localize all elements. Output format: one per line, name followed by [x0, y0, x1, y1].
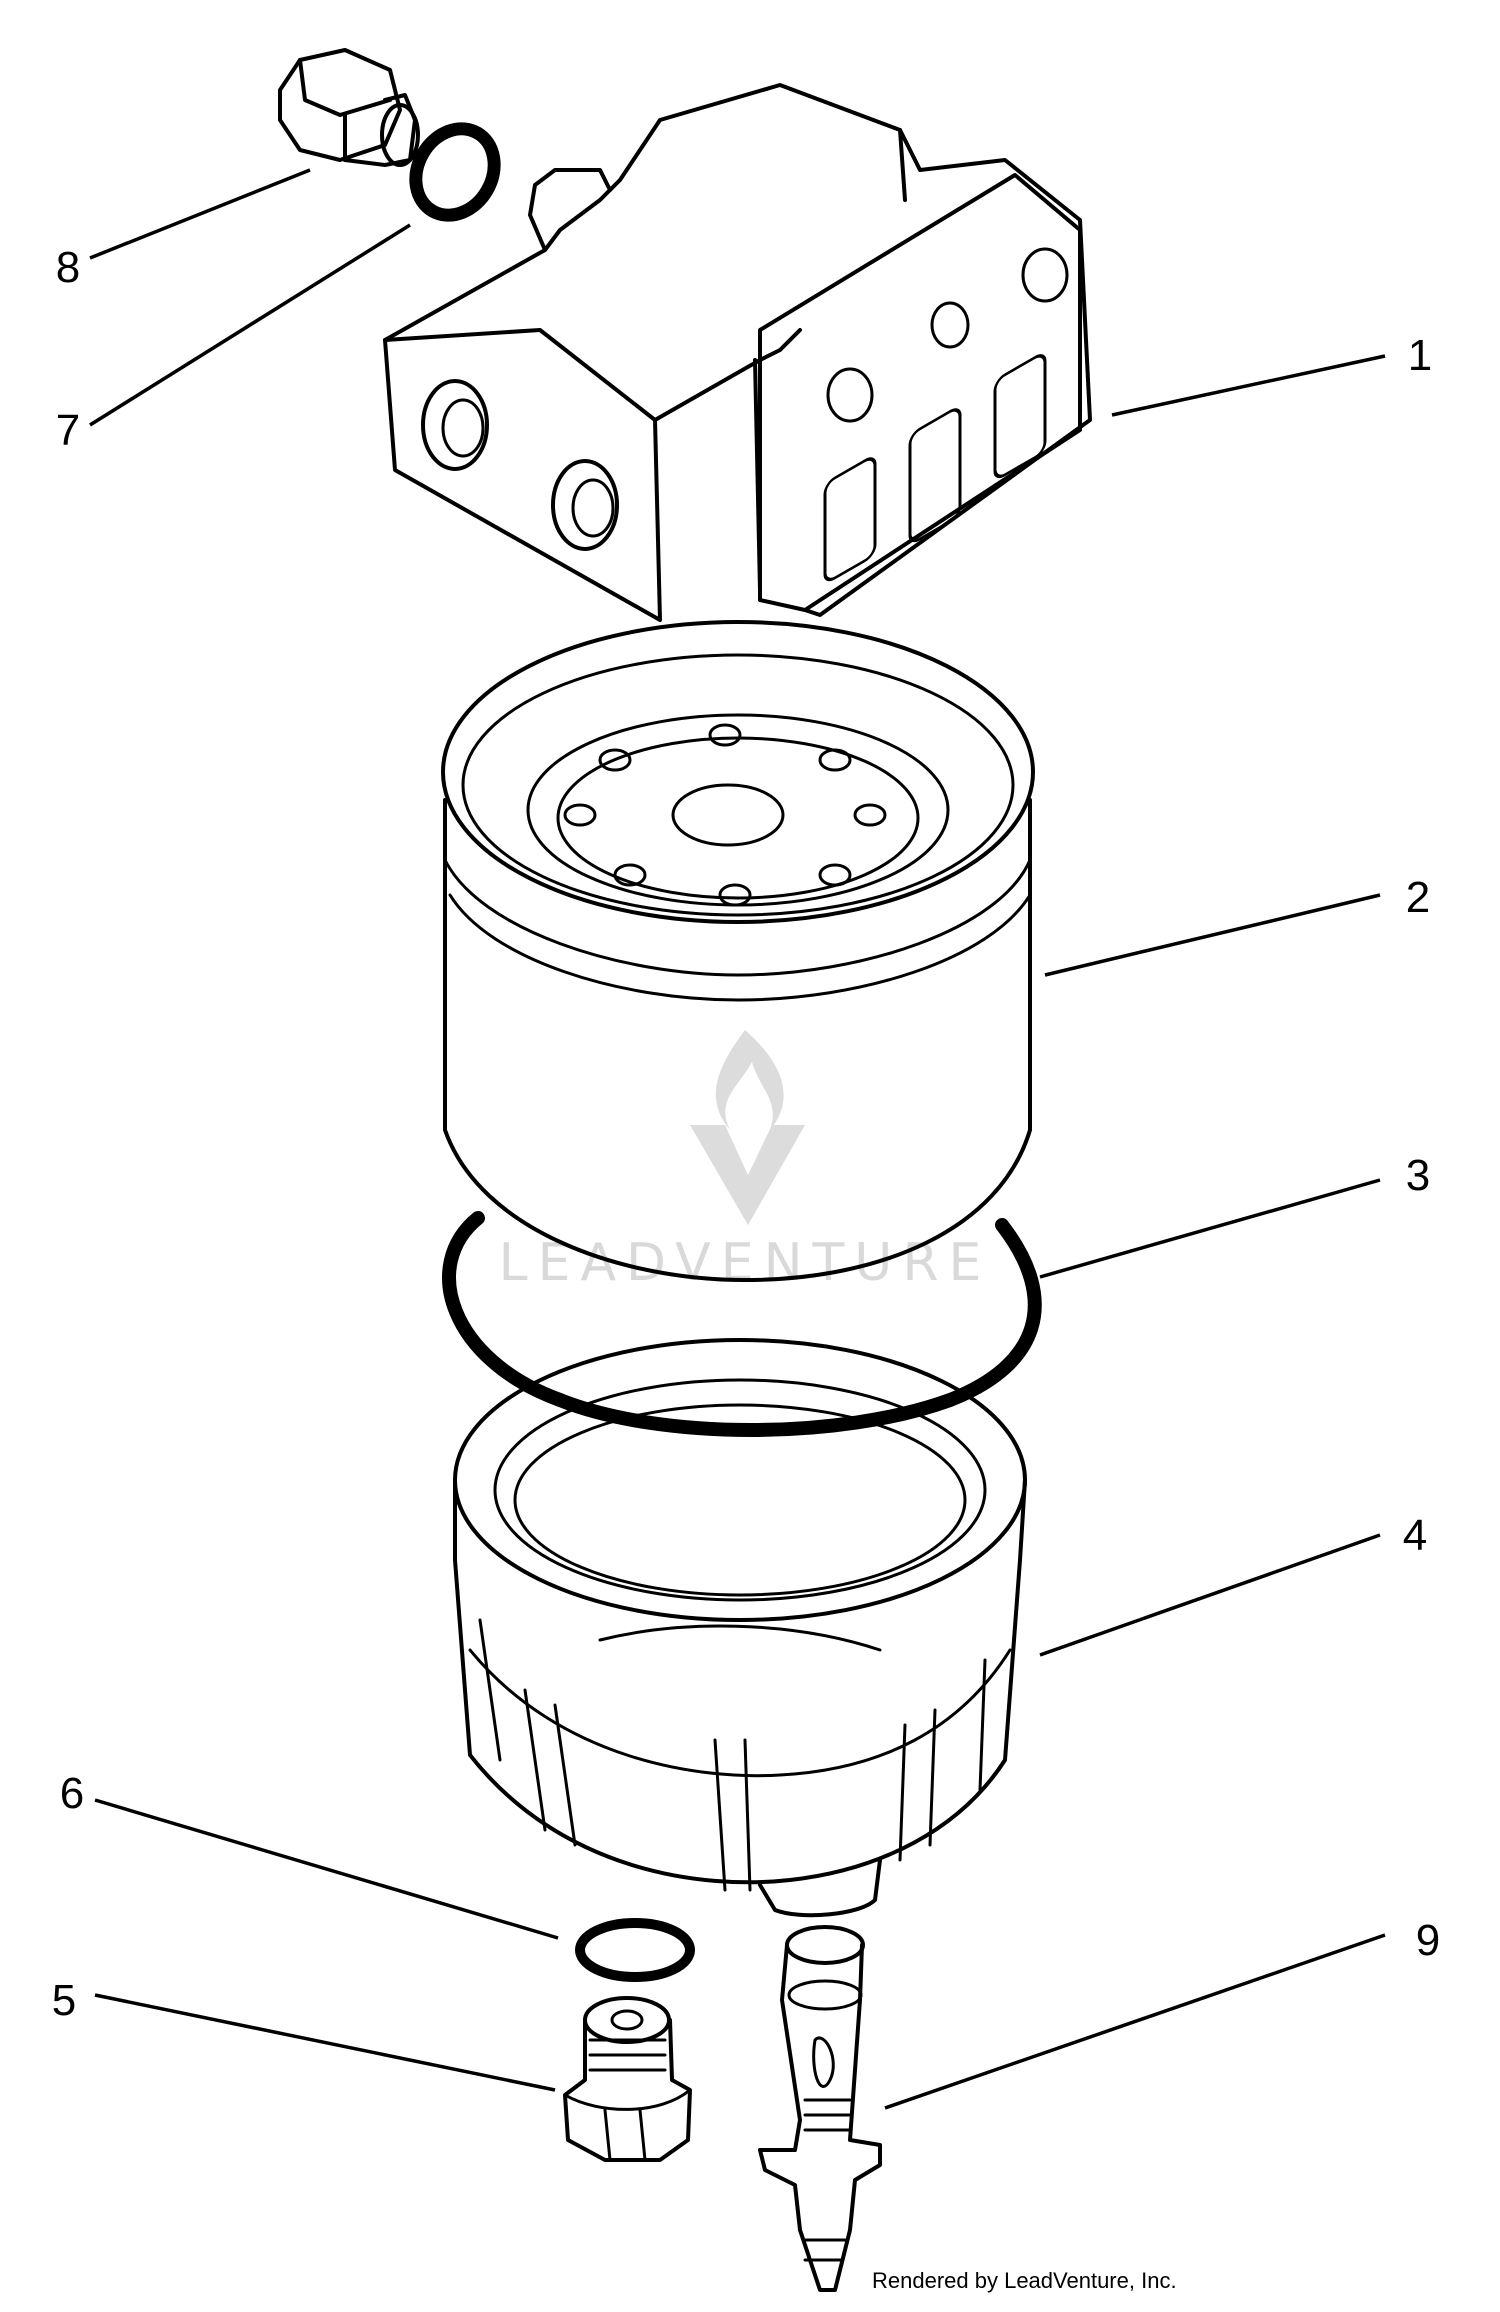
part-1-filter-head — [383, 83, 1092, 622]
callout-numbers: 1 2 3 4 5 6 7 8 9 — [52, 243, 1440, 2025]
part-2-filter-element — [441, 620, 1035, 1282]
leader-9 — [884, 1933, 1386, 2110]
leader-7 — [89, 223, 411, 427]
callout-4: 4 — [1403, 1511, 1427, 1560]
watermark-flame-icon — [715, 1030, 784, 1130]
callout-6: 6 — [60, 1769, 84, 1818]
part-3-o-ring — [442, 1211, 1042, 1437]
part-4-bowl — [453, 1338, 1027, 1918]
callout-2: 2 — [1406, 873, 1430, 922]
leader-8 — [89, 168, 311, 260]
callout-5: 5 — [52, 1976, 76, 2025]
leader-5 — [94, 1993, 556, 2092]
part-6-o-ring — [575, 1918, 695, 1982]
leader-3 — [1039, 1178, 1381, 1279]
leader-4 — [1039, 1533, 1381, 1657]
callout-9: 9 — [1416, 1916, 1440, 1965]
leader-1 — [1111, 354, 1386, 417]
callout-7: 7 — [56, 406, 80, 455]
part-7-o-ring — [409, 122, 501, 222]
part-8-fitting — [278, 48, 420, 167]
element-holes — [563, 723, 887, 907]
callout-3: 3 — [1406, 1151, 1430, 1200]
leader-2 — [1044, 893, 1381, 977]
watermark-v-icon — [690, 1125, 805, 1225]
footer-credit: Rendered by LeadVenture, Inc. — [872, 2268, 1177, 2293]
leader-6 — [94, 1798, 559, 1940]
part-9-drain-valve — [758, 1925, 882, 2292]
watermark-text: LEADVENTURE — [499, 1233, 992, 1293]
callout-1: 1 — [1408, 331, 1432, 380]
part-5-drain-plug — [563, 1996, 692, 2162]
watermark: LEADVENTURE — [499, 1030, 992, 1293]
callout-8: 8 — [56, 243, 80, 292]
leader-lines — [89, 168, 1386, 2110]
